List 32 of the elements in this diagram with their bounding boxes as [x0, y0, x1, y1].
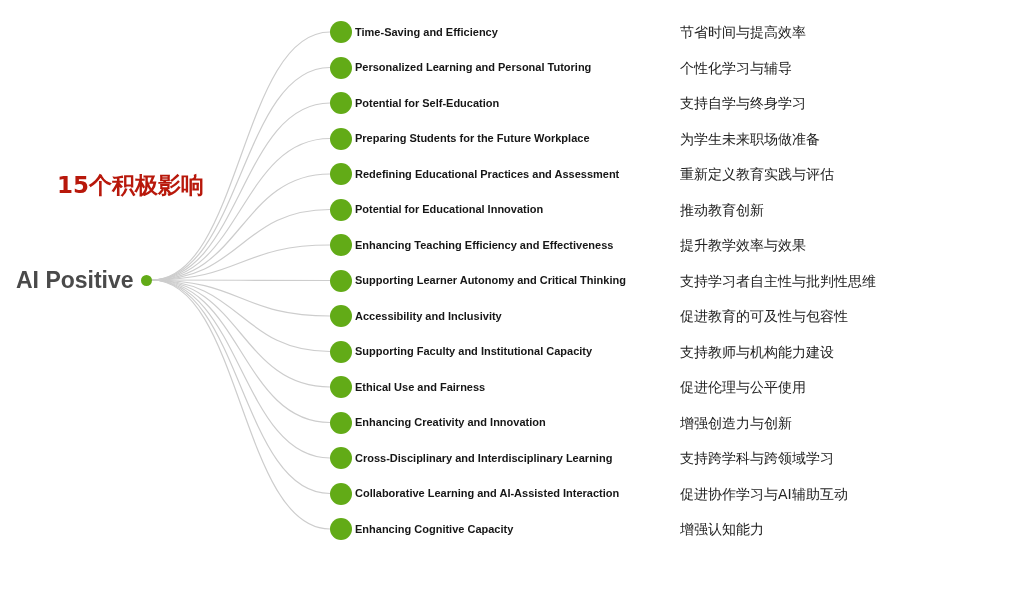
translation-label: 促进教育的可及性与包容性	[680, 307, 848, 325]
node-label: Ethical Use and Fairness	[355, 380, 486, 394]
translation-label: 支持教师与机构能力建设	[680, 342, 834, 361]
node-label: Enhancing Teaching Efficiency and Effectiveness	[355, 238, 614, 252]
translation-label: 支持跨学科与跨领域学习	[680, 449, 834, 467]
translation-label: 推动教育创新	[680, 200, 764, 219]
node-label: Accessibility and Inclusivity	[355, 309, 502, 323]
translation-label: 重新定义教育实践与评估	[680, 165, 834, 183]
node-label: Supporting Learner Autonomy and Critical Thinking	[355, 274, 626, 287]
translation-label: 支持自学与终身学习	[680, 94, 806, 112]
node-label: Redefining Educational Practices and Assessment	[355, 167, 620, 181]
root-label: AI Positive	[16, 267, 134, 293]
translation-label: 增强认知能力	[680, 520, 764, 538]
translation-label: 增强创造力与创新	[680, 413, 792, 432]
node-label: Enhancing Creativity and Innovation	[355, 416, 546, 429]
node-label: Cross-Disciplinary and Interdisciplinary Learning	[355, 451, 613, 465]
node-label: Time-Saving and Efficiency	[355, 25, 498, 39]
translation-label: 支持学习者自主性与批判性思维	[680, 271, 876, 290]
title: 15个积极影响	[57, 171, 204, 199]
node-label: Personalized Learning and Personal Tutoring	[355, 61, 592, 74]
translation-label: 节省时间与提高效率	[680, 23, 806, 41]
translation-label: 个性化学习与辅导	[680, 58, 792, 77]
node-label: Supporting Faculty and Institutional Capacity	[355, 345, 593, 358]
node-label: Collaborative Learning and AI-Assisted Interaction	[355, 487, 620, 500]
node-label: Enhancing Cognitive Capacity	[355, 522, 514, 536]
translation-label: 促进伦理与公平使用	[680, 378, 806, 396]
translation-label: 提升教学效率与效果	[680, 236, 806, 254]
node-label: Potential for Educational Innovation	[355, 203, 544, 216]
node-label: Preparing Students for the Future Workplace	[355, 132, 590, 145]
translation-label: 促进协作学习与AI辅助互动	[680, 484, 848, 503]
translation-label: 为学生未来职场做准备	[680, 129, 820, 148]
node-label: Potential for Self-Education	[355, 96, 500, 110]
